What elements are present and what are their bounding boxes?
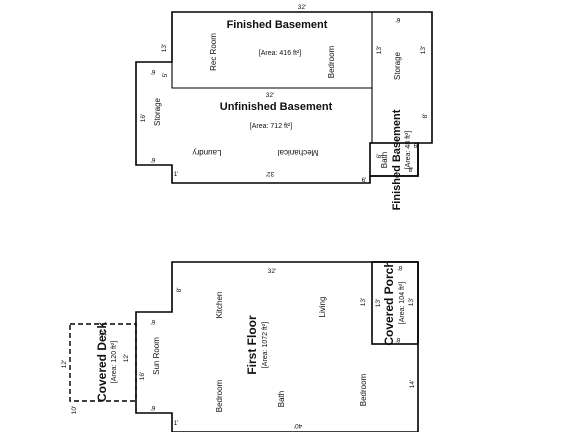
covered-porch-outline bbox=[371, 261, 419, 345]
finished-basement-small-area: [Area: 48 ft²] bbox=[405, 131, 412, 170]
room-kitchen: Kitchen bbox=[215, 292, 224, 319]
dim-first-floor-bottom: 40' bbox=[294, 422, 302, 429]
dim-bath-top: 6' bbox=[376, 154, 383, 159]
covered-porch-area: [Area: 104 ft²] bbox=[399, 282, 406, 324]
finished-basement-title: Finished Basement bbox=[227, 19, 328, 31]
room-storage-right: Storage bbox=[393, 51, 402, 80]
first-floor-title: First Floor bbox=[245, 315, 259, 375]
covered-deck-title: Covered Deck bbox=[95, 322, 109, 402]
dim-deck-top: 10' bbox=[99, 329, 107, 336]
dim-first-floor-right-b: 14' bbox=[409, 380, 416, 388]
finished-basement-partition bbox=[171, 12, 373, 89]
room-first-floor-bath: Bath bbox=[277, 391, 286, 407]
dim-first-floor-left-step: 6' bbox=[151, 318, 156, 325]
dim-basement-left-tick: 1' bbox=[174, 171, 179, 178]
dim-bath-inner: 6' bbox=[414, 143, 419, 150]
dim-porch-side: 13' bbox=[375, 299, 382, 307]
dim-basement-left-step-top: 6' bbox=[151, 68, 156, 75]
dim-first-floor-top: 32' bbox=[268, 268, 276, 275]
basement-outline bbox=[135, 11, 433, 184]
room-sun-room: Sun Room bbox=[152, 337, 161, 375]
dim-basement-right-side: 8' bbox=[422, 114, 429, 119]
room-laundry: Laundry bbox=[193, 148, 222, 157]
dim-first-floor-left-top: 8' bbox=[176, 288, 183, 293]
basement-level: Finished Basement [Area: 416 ft²] Unfini… bbox=[135, 4, 433, 210]
room-basement-bath: Bath bbox=[380, 152, 389, 168]
finished-basement-area: [Area: 416 ft²] bbox=[259, 50, 301, 57]
dim-basement-left: 16' bbox=[140, 114, 147, 122]
dim-first-floor-left-bottom: 6' bbox=[151, 404, 156, 411]
dim-basement-right-corner: 6' bbox=[396, 16, 401, 23]
room-bedroom-right: Bedroom bbox=[359, 373, 368, 406]
room-mechanical: Mechanical bbox=[278, 148, 319, 157]
dim-deck-bottom: 10' bbox=[71, 406, 78, 414]
room-living: Living bbox=[318, 297, 327, 318]
covered-deck-area: [Area: 120 ft²] bbox=[111, 341, 118, 383]
finished-basement-small-title: Finished Basement bbox=[391, 109, 403, 210]
covered-porch-title: Covered Porch bbox=[382, 260, 396, 345]
dim-basement-bottom: 32' bbox=[266, 170, 274, 177]
dim-basement-right-upper-b: 13' bbox=[420, 46, 427, 54]
dim-first-floor-left: 16' bbox=[139, 372, 146, 380]
dim-basement-mid: 32' bbox=[266, 92, 274, 99]
dim-porch-bottom: 8' bbox=[396, 336, 401, 343]
dim-basement-top: 32' bbox=[298, 4, 306, 11]
dim-first-floor-left-tick: 1' bbox=[174, 420, 179, 427]
dim-bath-bottom: 6' bbox=[362, 177, 367, 184]
unfinished-basement-area: [Area: 712 ft²] bbox=[250, 123, 292, 130]
dim-porch-top: 8' bbox=[398, 264, 403, 271]
dim-porch-side-b: 13' bbox=[408, 298, 415, 306]
finished-bath-block bbox=[369, 142, 419, 177]
dim-deck-left: 12' bbox=[61, 360, 68, 368]
dim-basement-left-step-side: 5' bbox=[162, 73, 169, 78]
unfinished-basement-title: Unfinished Basement bbox=[220, 101, 333, 113]
dim-basement-right-upper-a: 13' bbox=[376, 46, 383, 54]
room-basement-bedroom: Bedroom bbox=[327, 45, 336, 78]
first-floor-level: First Floor [Area: 1072 ft²] Covered Por… bbox=[61, 260, 419, 432]
dim-bath-side: 8' bbox=[409, 167, 414, 174]
room-rec-room: Rec Room bbox=[209, 33, 218, 71]
first-floor-area: [Area: 1072 ft²] bbox=[262, 322, 269, 368]
dim-basement-left-upper: 13' bbox=[161, 44, 168, 52]
dim-first-floor-right-a: 13' bbox=[360, 298, 367, 306]
room-bedroom-left: Bedroom bbox=[215, 379, 224, 412]
room-storage-left: Storage bbox=[153, 97, 162, 126]
dim-basement-left-step-bottom: 6' bbox=[151, 156, 156, 163]
covered-deck-outline bbox=[69, 323, 137, 402]
dim-deck-inner: 12' bbox=[123, 354, 130, 362]
